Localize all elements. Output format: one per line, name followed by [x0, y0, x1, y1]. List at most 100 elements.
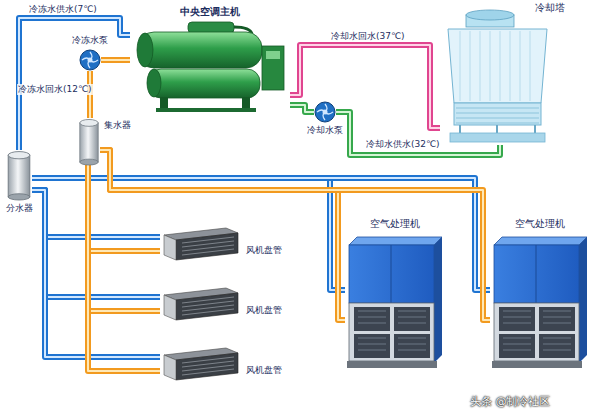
- chiller-unit: 中央空调主机: [130, 8, 290, 113]
- chiller-unit-part: [266, 51, 280, 59]
- water-pipe: [32, 190, 160, 357]
- chiller-unit-part: [188, 22, 234, 33]
- fan-coil-unit-art: [160, 285, 240, 323]
- cooling-tower-part: [454, 103, 541, 125]
- air-handling-unit-part: [494, 303, 579, 361]
- fan-coil-unit-art: [160, 225, 240, 263]
- cooling-water-pump-part: [323, 110, 328, 115]
- pipe-wall: [32, 178, 345, 290]
- water-collector-part: [80, 123, 98, 162]
- pipe-wall: [88, 165, 160, 371]
- chilled-water-pump-art: [79, 49, 101, 71]
- chiller-unit-art: [130, 8, 290, 113]
- cooling-tower-part: [450, 133, 545, 142]
- node-label: 风机盘管: [246, 305, 282, 316]
- node-label: 风机盘管: [246, 365, 282, 376]
- pipe-wall: [101, 57, 130, 63]
- fan-coil-unit-part: [164, 235, 176, 260]
- pipe-core: [88, 165, 160, 311]
- chiller-unit-part: [156, 108, 256, 112]
- pipe-core: [32, 190, 160, 297]
- node-label: 空气处理机: [370, 218, 420, 229]
- air-handling-unit-part: [347, 361, 437, 368]
- air-handling-unit-part: [349, 237, 442, 245]
- cooling-tower-art: [440, 5, 555, 145]
- water-distributor-art: [6, 150, 32, 200]
- fan-coil-unit: 风机盘管: [160, 345, 240, 383]
- air-handling-unit-part: [503, 311, 571, 350]
- pipe-label: 冷冻水供水(7℃): [28, 4, 98, 15]
- pipe-wall: [88, 165, 160, 311]
- node-label: 空气处理机: [515, 218, 565, 229]
- fan-coil-unit-part: [176, 233, 238, 260]
- chilled-water-pump: 冷冻水泵: [79, 49, 101, 71]
- air-handling-unit-part: [494, 245, 579, 303]
- pipe-core: [100, 150, 490, 320]
- water-pipe: [290, 45, 440, 128]
- pipe-label: 冷冻水回水(12℃): [17, 84, 93, 95]
- fan-coil-unit: 风机盘管: [160, 225, 240, 263]
- pipe-wall: [100, 150, 490, 320]
- air-handling-unit-part: [434, 237, 442, 363]
- node-label: 风机盘管: [246, 245, 282, 256]
- pipe-label: 冷却水供水(32℃): [365, 139, 441, 150]
- water-collector-part: [80, 159, 98, 165]
- air-handling-unit-part: [358, 311, 426, 350]
- water-collector-art: [78, 118, 100, 165]
- water-pipe: [88, 165, 160, 251]
- cooling-water-pump: 冷却水泵: [314, 101, 336, 123]
- node-label: 中央空调主机: [130, 6, 290, 17]
- air-handling-unit-art: [490, 235, 590, 370]
- air-handling-unit-part: [349, 245, 434, 303]
- fan-coil-unit-part: [176, 293, 238, 320]
- fan-coil-unit-art: [160, 345, 240, 383]
- water-collector-part: [80, 119, 98, 126]
- water-pipe: [101, 60, 130, 61]
- pipe-wall: [32, 190, 160, 237]
- pipe-core: [32, 178, 345, 290]
- pipe-core: [88, 165, 160, 371]
- fan-coil-unit-part: [182, 357, 234, 375]
- water-pipe: [32, 190, 160, 237]
- cooling-tower: 冷却塔: [440, 5, 555, 145]
- chiller-unit-part: [160, 97, 168, 109]
- fan-coil-unit-part: [164, 295, 176, 320]
- water-pipe: [290, 105, 314, 112]
- node-label: 冷却塔: [535, 2, 565, 13]
- pipe-wall: [290, 45, 440, 128]
- pipe-wall: [100, 150, 345, 320]
- chiller-unit-part: [138, 32, 262, 68]
- chiller-unit-part: [242, 97, 250, 109]
- water-distributor-part: [8, 152, 30, 159]
- air-handling-unit-part: [391, 245, 392, 303]
- air-handling-unit-part: [579, 237, 587, 363]
- pipe-wall: [290, 105, 314, 112]
- pipe-core: [290, 105, 314, 112]
- water-distributor-part: [8, 155, 30, 197]
- pipe-wall: [32, 190, 160, 357]
- chilled-water-pump-part: [88, 58, 93, 63]
- pipe-wall: [32, 190, 160, 297]
- node-label: 分水器: [6, 203, 33, 214]
- air-handling-unit: 空气处理机: [490, 235, 590, 370]
- pipe-core: [88, 165, 160, 251]
- pipe-core: [101, 59, 130, 61]
- watermark: 头条 @制冷社区: [470, 394, 551, 409]
- air-handling-unit-part: [536, 245, 537, 303]
- water-pipe: [32, 190, 160, 297]
- water-pipe: [88, 165, 160, 311]
- fan-coil-unit-part: [164, 355, 176, 380]
- pipe-label: 冷却水回水(37℃): [330, 31, 406, 42]
- air-handling-unit-art: [345, 235, 445, 370]
- cooling-water-pump-part: [315, 102, 335, 122]
- air-handling-unit: 空气处理机: [345, 235, 445, 370]
- pipe-core: [32, 190, 160, 237]
- air-handling-unit-part: [494, 237, 587, 245]
- chilled-water-pump-part: [82, 52, 98, 68]
- air-handling-unit-part: [492, 361, 582, 368]
- fan-coil-unit: 风机盘管: [160, 285, 240, 323]
- cooling-tower-part: [460, 31, 530, 101]
- fan-coil-unit-part: [182, 297, 234, 315]
